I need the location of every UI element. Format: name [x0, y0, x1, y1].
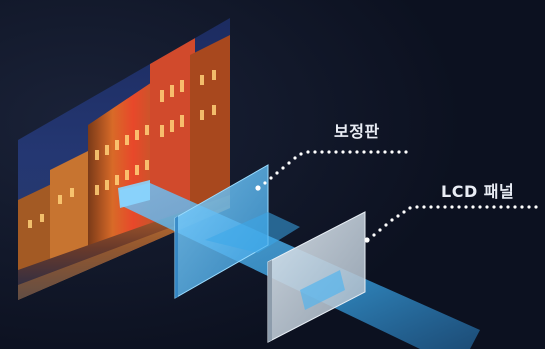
compensation-plate-label: 보정판 — [334, 122, 380, 141]
leader-plate — [255, 150, 408, 191]
lcd-panel-label: LCD 패널 — [441, 182, 515, 201]
leader-lcd — [364, 205, 538, 243]
lcd-panel — [267, 211, 366, 343]
